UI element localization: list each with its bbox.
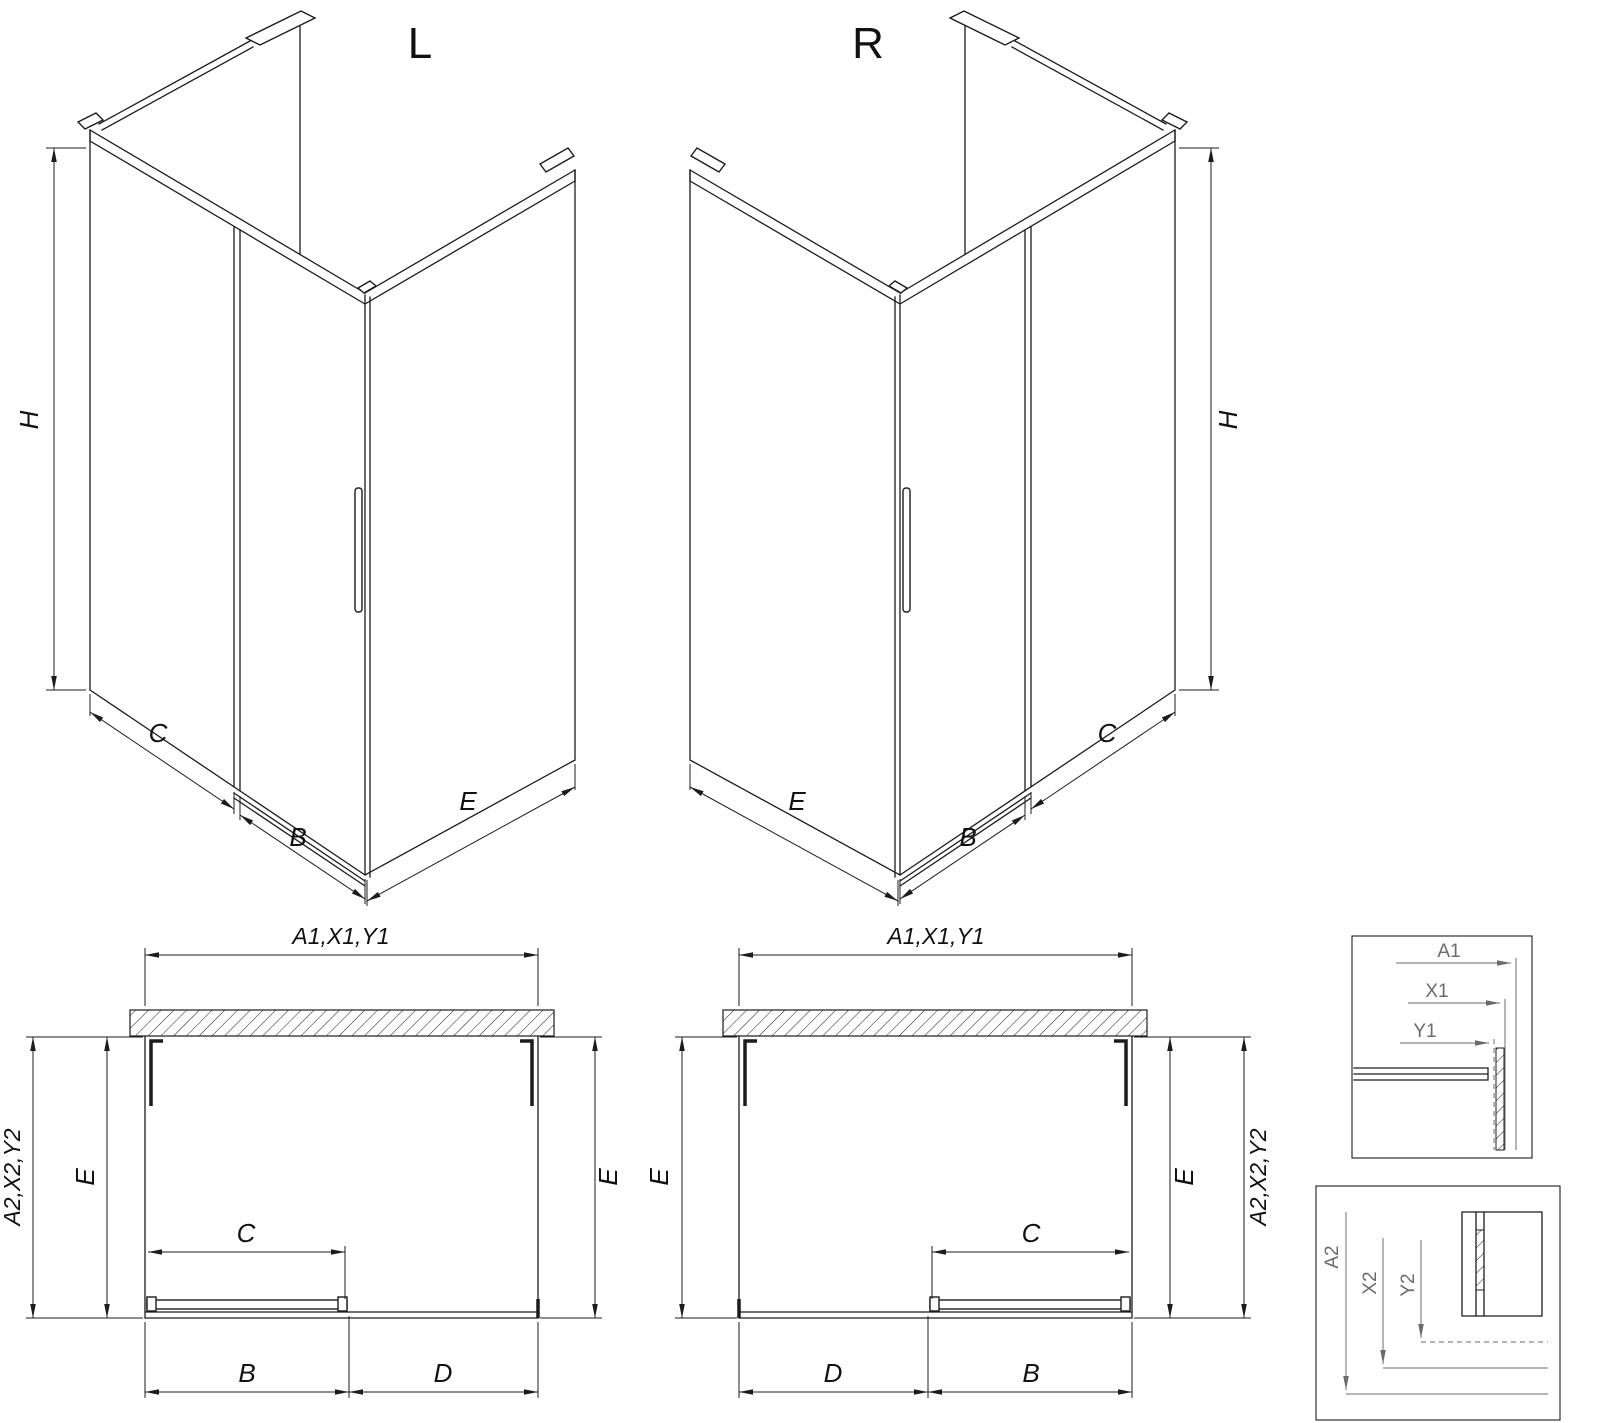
dim-door-line [239, 814, 366, 900]
view-label-left: L [408, 19, 432, 68]
iso-left-view: L H C B E [14, 10, 576, 906]
door-roller-right [337, 1296, 348, 1312]
dim-return-panel-line [689, 786, 899, 902]
dim-fixed-panel-label: D [434, 1358, 453, 1388]
glass-panel-outline [144, 1035, 539, 1319]
plan-right-view: A1,X1,Y1 A2,X2,Y2 E E C D B [644, 923, 1271, 1398]
dim-side-panel-label: C [149, 718, 168, 748]
dimension-extension-lines [26, 948, 602, 1398]
door-roller-left [929, 1296, 940, 1312]
dim-height-label: H [14, 410, 44, 429]
dim-depth-right-label: E [1169, 1168, 1199, 1186]
door-handle [354, 487, 363, 613]
dim-y1-label: Y1 [1413, 1021, 1436, 1042]
dim-return-panel-label: E [459, 786, 477, 816]
detail-top-view: A1 X1 Y1 [1351, 935, 1533, 1159]
glass-panel-outline [738, 1035, 1133, 1319]
dim-depth-left-label: E [70, 1168, 100, 1186]
dim-height-label: H [1213, 410, 1243, 429]
wall-profiles [149, 1039, 540, 1318]
dim-width-top-label: A1,X1,Y1 [290, 923, 389, 949]
wall-profiles [737, 1039, 1128, 1318]
wall-bracket-right [538, 147, 576, 173]
ceiling-support-bracket [948, 10, 1021, 46]
door-roller-right [1120, 1296, 1131, 1312]
dim-door-label: B [289, 822, 306, 852]
dim-fixed-panel-label: D [824, 1358, 843, 1388]
dim-opening-label: C [237, 1218, 256, 1248]
dim-side-panel-line [89, 711, 235, 810]
dim-depth-right-label: E [593, 1168, 623, 1186]
dim-depth-left-label: E [644, 1168, 674, 1186]
dim-side-panel-label: C [1098, 718, 1117, 748]
ceiling-support-bracket [244, 10, 317, 46]
dim-x1-label: X1 [1425, 981, 1448, 1002]
dim-opening-label: C [1022, 1218, 1041, 1248]
dim-x2-label: X2 [1360, 1271, 1381, 1294]
corner-connector [887, 280, 909, 294]
view-label-right: R [852, 19, 884, 68]
detail-bottom-view: A2 X2 Y2 [1315, 1185, 1561, 1421]
wall-profile-section [1353, 1067, 1489, 1081]
dim-a1-label: A1 [1437, 941, 1460, 962]
detail-frame [1315, 1185, 1561, 1421]
dim-door-label: B [238, 1358, 255, 1388]
dim-depth-outer-label: A2,X2,Y2 [0, 1128, 25, 1227]
wall-section-hatched [722, 1009, 1148, 1037]
wall-section-hatched [129, 1009, 555, 1037]
dim-width-top-label: A1,X1,Y1 [885, 923, 984, 949]
dim-door-label: B [1022, 1358, 1039, 1388]
dim-return-panel-label: E [788, 786, 806, 816]
top-rails [89, 129, 576, 305]
reference-lines [1346, 1367, 1548, 1395]
top-rails [689, 129, 1176, 305]
reference-lines [1504, 958, 1517, 1150]
door-roller-left [146, 1296, 157, 1312]
dim-return-panel-line [366, 786, 576, 902]
glass-section-hatched [1495, 1047, 1505, 1151]
door-handle [902, 487, 911, 613]
wall-bracket-left [76, 112, 105, 130]
glass-section-hatched [1475, 1229, 1485, 1291]
detail-frame [1351, 935, 1533, 1159]
plan-left-view: A1,X1,Y1 A2,X2,Y2 E E C B D [0, 923, 623, 1398]
sliding-door-panel [146, 1299, 348, 1310]
iso-right-view: R H C B E [689, 10, 1243, 906]
corner-connector [356, 280, 378, 294]
wall-bracket-right [1160, 112, 1189, 130]
dim-depth-outer-label: A2,X2,Y2 [1245, 1128, 1271, 1227]
sliding-door-panel [929, 1299, 1131, 1310]
dim-y2-label: Y2 [1398, 1273, 1419, 1296]
dim-door-label: B [959, 822, 976, 852]
dimension-extension-lines [675, 948, 1251, 1398]
wall-bracket-left [689, 147, 727, 173]
dim-door-line [899, 814, 1026, 900]
dim-side-panel-line [1030, 711, 1176, 810]
dim-a2-label: A2 [1322, 1245, 1343, 1268]
rail-profile-section [1461, 1211, 1543, 1317]
